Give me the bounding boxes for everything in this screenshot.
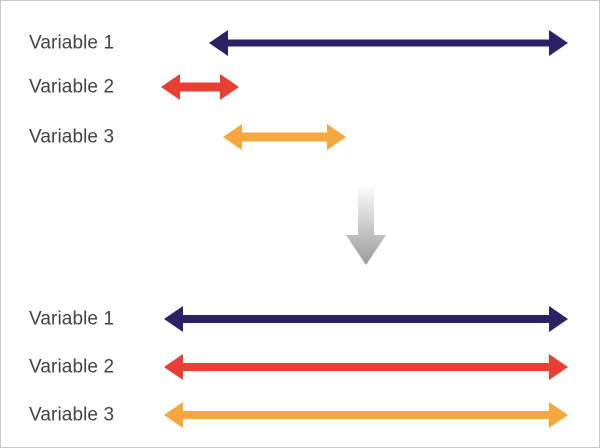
before-panel: Variable 1 Variable 2 Variable 3 xyxy=(1,1,599,171)
after-range-arrow-variable-1 xyxy=(164,306,568,332)
after-row-variable-3: Variable 3 xyxy=(1,391,599,439)
before-row-variable-3: Variable 3 xyxy=(1,113,599,161)
before-range-arrow-variable-2 xyxy=(161,74,239,100)
before-label-variable-1: Variable 1 xyxy=(29,32,115,54)
after-row-variable-2: Variable 2 xyxy=(1,343,599,391)
before-range-arrow-variable-1 xyxy=(209,30,568,56)
after-label-variable-3: Variable 3 xyxy=(29,404,115,426)
after-label-variable-1: Variable 1 xyxy=(29,308,115,330)
after-range-arrow-variable-3 xyxy=(164,402,568,428)
down-arrow-icon xyxy=(344,187,388,265)
after-label-variable-2: Variable 2 xyxy=(29,356,115,378)
before-label-variable-3: Variable 3 xyxy=(29,126,115,148)
before-label-variable-2: Variable 2 xyxy=(29,76,115,98)
before-row-variable-2: Variable 2 xyxy=(1,63,599,111)
before-row-variable-1: Variable 1 xyxy=(1,19,599,67)
after-range-arrow-variable-2 xyxy=(164,354,568,380)
before-range-arrow-variable-3 xyxy=(223,124,346,150)
after-panel: Variable 1 Variable 2 Variable 3 xyxy=(1,283,599,447)
after-row-variable-1: Variable 1 xyxy=(1,295,599,343)
